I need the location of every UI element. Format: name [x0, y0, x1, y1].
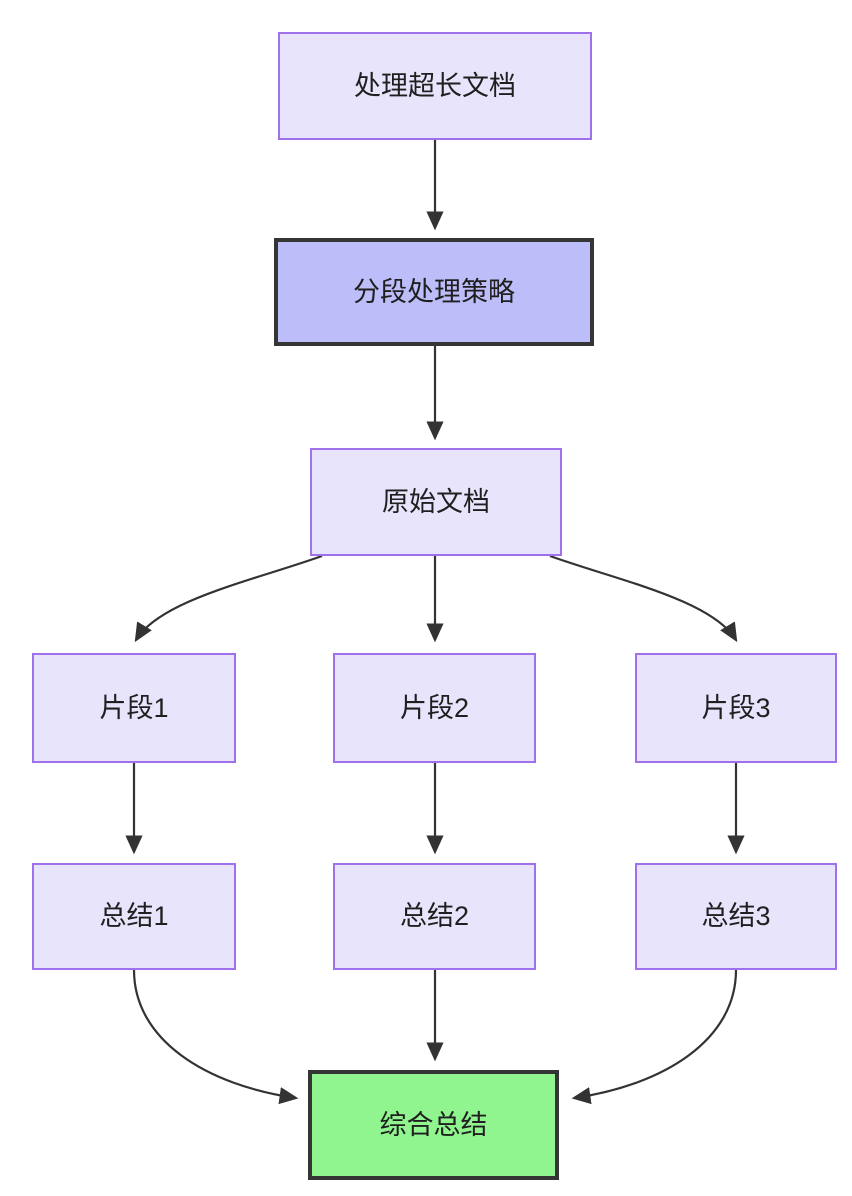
node-source-document[interactable]: 原始文档 [310, 448, 562, 556]
edge-source-to-chunk3 [549, 554, 738, 643]
node-label: 片段3 [701, 692, 771, 723]
node-label: 原始文档 [382, 486, 490, 517]
node-label: 总结2 [399, 901, 470, 932]
node-label: 分段处理策略 [353, 276, 515, 307]
node-label: 片段2 [399, 692, 470, 723]
edge-source-to-chunk1 [134, 554, 323, 643]
node-chunk-1[interactable]: 片段1 [32, 653, 236, 763]
node-label: 处理超长文档 [354, 70, 516, 101]
edge-summary3-to-final [571, 969, 738, 1105]
node-process-long-document[interactable]: 处理超长文档 [278, 32, 592, 140]
node-label: 综合总结 [379, 1109, 488, 1140]
node-label: 片段1 [99, 692, 169, 723]
node-summary-2[interactable]: 总结2 [333, 863, 536, 970]
node-chunk-2[interactable]: 片段2 [333, 653, 536, 763]
node-summary-3[interactable]: 总结3 [635, 863, 837, 970]
node-final-summary[interactable]: 综合总结 [308, 1070, 559, 1180]
node-label: 总结3 [701, 901, 771, 932]
node-label: 总结1 [99, 901, 169, 932]
node-summary-1[interactable]: 总结1 [32, 863, 236, 970]
edge-summary1-to-final [132, 969, 299, 1105]
node-chunk-3[interactable]: 片段3 [635, 653, 837, 763]
node-chunking-strategy[interactable]: 分段处理策略 [274, 238, 594, 346]
